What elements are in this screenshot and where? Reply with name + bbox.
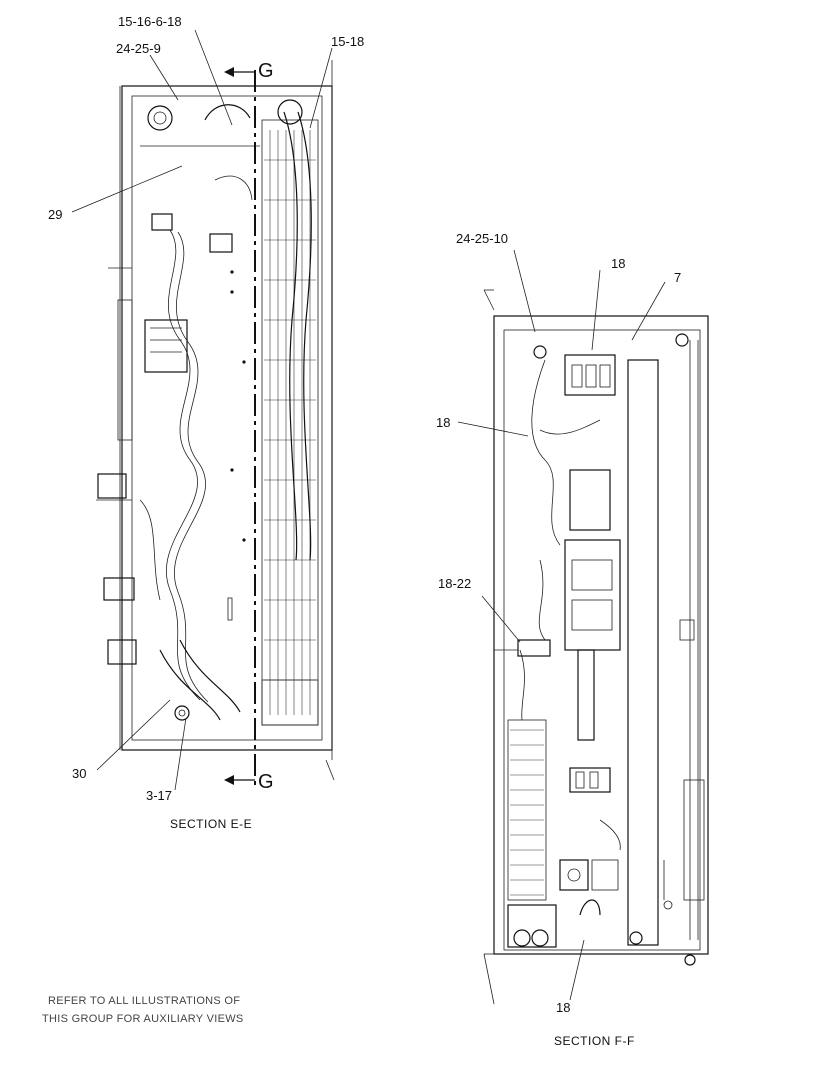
label-15-18: 15-18	[331, 34, 364, 49]
caption-section-e-e: SECTION E-E	[170, 817, 252, 831]
section-f-drawing	[483, 289, 709, 1005]
leaders-f	[457, 249, 666, 1001]
label-18-22: 18-22	[438, 576, 471, 591]
note-line-1: REFER TO ALL ILLUSTRATIONS OF	[48, 995, 240, 1007]
label-7: 7	[674, 270, 681, 285]
label-g-bottom: G	[258, 771, 274, 793]
caption-section-f-f: SECTION F-F	[554, 1034, 635, 1048]
label-15-16-6-18: 15-16-6-18	[118, 14, 182, 29]
label-30: 30	[72, 766, 86, 781]
note-line-2: THIS GROUP FOR AUXILIARY VIEWS	[42, 1013, 244, 1025]
label-18-left: 18	[436, 415, 450, 430]
heatsink-fins-e	[264, 130, 316, 715]
heatsink-fins-f	[510, 729, 544, 896]
label-18-bottom: 18	[556, 1000, 570, 1015]
label-18-top: 18	[611, 256, 625, 271]
label-g-top: G	[258, 60, 274, 82]
label-24-25-10: 24-25-10	[456, 231, 508, 246]
label-29: 29	[48, 207, 62, 222]
leaders-e	[71, 29, 333, 791]
section-e-drawing	[96, 60, 335, 790]
label-24-25-9: 24-25-9	[116, 41, 161, 56]
label-3-17: 3-17	[146, 788, 172, 803]
